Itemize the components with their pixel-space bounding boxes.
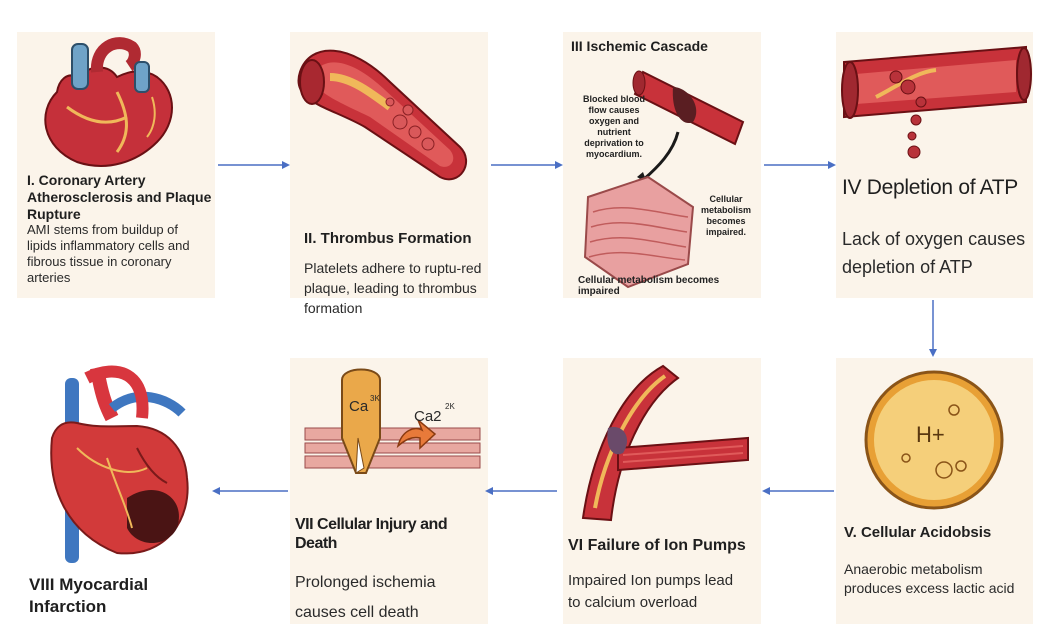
step-3-title: III Ischemic Cascade — [571, 38, 708, 54]
acid-cell-illustration — [864, 370, 1004, 510]
step-5-description: Anaerobic metabolism produces excess lac… — [844, 561, 1015, 596]
step-5-title: V. Cellular Acidobsis — [844, 524, 992, 541]
step-card-7: Ca 3K Ca2 2K VII Cellular Injury and Dea… — [290, 358, 488, 624]
step-3-description: Cellular metabolism becomes impaired — [578, 275, 720, 297]
calcium-outside-superscript: 2K — [445, 402, 455, 411]
calcium-inside-label: Ca — [349, 398, 369, 415]
step-card-4: IV Depletion of ATP Lack of oxygen cause… — [836, 32, 1033, 298]
step-card-8: VIII Myocardial Infarction — [17, 358, 209, 624]
step-8-title: VIII Myocardial Infarction — [29, 575, 149, 616]
depleted-artery-illustration — [841, 45, 1032, 159]
step-4-description: Lack of oxygen causes depletion of ATP — [842, 229, 1026, 277]
step-7-description: Prolonged ischemia causes cell death — [295, 574, 436, 621]
ion-pump-artery-illustration — [581, 364, 749, 522]
step-6-description: Impaired Ion pumps lead to calcium overl… — [568, 572, 734, 611]
step-card-2: II. Thrombus Formation Platelets adhere … — [290, 32, 488, 316]
calcium-outside-label: Ca2 — [414, 408, 442, 425]
calcium-cell-illustration — [304, 368, 481, 474]
step-card-3: III Ischemic Cascade Blocked blood flow … — [563, 32, 761, 298]
step-card-1: I. Coronary Artery Atherosclerosis and P… — [17, 32, 215, 298]
calcium-inside-superscript: 3K — [370, 394, 380, 403]
step-3-blood-flow-note: Blocked blood flow causes oxygen and nut… — [582, 94, 645, 159]
step-3-cell-note: Cellular metabolism becomes impaired. — [700, 194, 751, 237]
step-2-title: II. Thrombus Formation — [304, 230, 472, 247]
acid-symbol: H+ — [916, 422, 945, 447]
thrombus-artery-illustration — [297, 49, 467, 181]
step-7-title: VII Cellular Injury and Death — [295, 516, 448, 552]
step-card-6: VI Failure of Ion Pumps Impaired Ion pum… — [563, 358, 761, 624]
step-4-title: IV Depletion of ATP — [842, 176, 1019, 199]
step-2-description: Platelets adhere to ruptu-red plaque, le… — [304, 260, 482, 316]
step-6-title: VI Failure of Ion Pumps — [568, 537, 746, 554]
step-card-5: H+ V. Cellular Acidobsis Anaerobic metab… — [836, 358, 1033, 624]
ischemic-cascade-illustration — [583, 70, 745, 289]
infarcted-heart-illustration — [50, 365, 189, 563]
step-1-description: AMI stems from buildup of lipids inflamm… — [27, 222, 190, 285]
step-1-title: I. Coronary Artery Atherosclerosis and P… — [27, 172, 212, 222]
heart-artery-illustration — [44, 37, 173, 167]
